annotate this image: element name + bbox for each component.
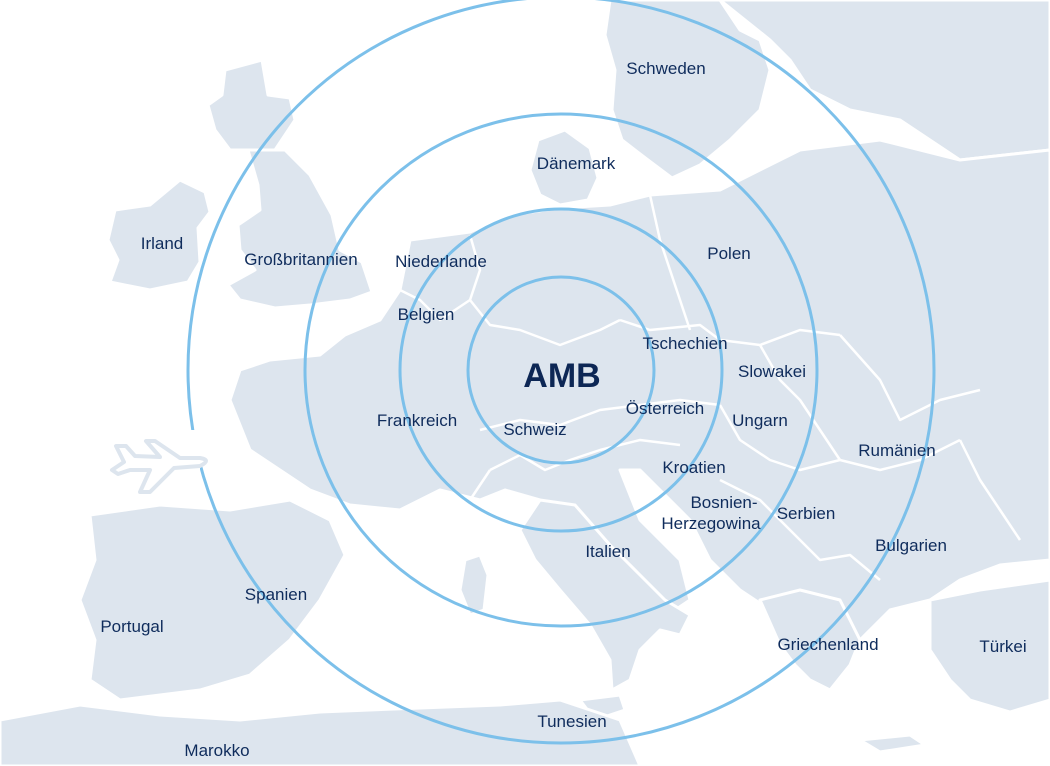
country-label-slowakei: Slowakei <box>737 362 807 381</box>
ring-3 <box>303 112 819 628</box>
country-label-kroatien: Kroatien <box>662 458 726 477</box>
country-label-grossbritannien: Großbritannien <box>244 250 358 269</box>
bosnien-line: Bosnien- <box>690 493 758 512</box>
country-label-ungarn: Ungarn <box>732 411 788 430</box>
country-label-irland: Irland <box>140 234 184 253</box>
country-label-portugal: Portugal <box>100 617 164 636</box>
country-label-oesterreich: Österreich <box>625 399 705 418</box>
country-label-rumaenien: Rumänien <box>858 441 936 460</box>
country-label-bulgarien: Bulgarien <box>875 536 947 555</box>
country-label-tschechien: Tschechien <box>642 334 728 353</box>
country-label-italien: Italien <box>585 542 631 561</box>
country-label-frankreich: Frankreich <box>376 411 458 430</box>
herzegowina-line: Herzegowina <box>661 514 761 533</box>
country-label-niederlande: Niederlande <box>395 252 487 271</box>
amb-center-label: AMB <box>523 357 601 395</box>
country-label-tunesien: Tunesien <box>537 712 607 731</box>
country-label-polen: Polen <box>707 244 751 263</box>
ring-4 <box>186 0 936 745</box>
country-label-tuerkei: Türkei <box>979 637 1027 656</box>
ring-2 <box>398 207 724 533</box>
country-label-serbien: Serbien <box>776 504 836 523</box>
country-label-belgien: Belgien <box>397 305 455 324</box>
country-label-marokko: Marokko <box>184 741 250 760</box>
country-label-griechenland: Griechenland <box>777 635 879 654</box>
country-label-schweden: Schweden <box>626 59 706 78</box>
country-label-spanien: Spanien <box>244 585 308 604</box>
country-label-bosnien-herzegowina: Bosnien- Herzegowina <box>661 492 760 534</box>
country-label-daenemark: Dänemark <box>536 154 616 173</box>
ring-1 <box>466 275 656 465</box>
country-label-schweiz: Schweiz <box>503 420 567 439</box>
